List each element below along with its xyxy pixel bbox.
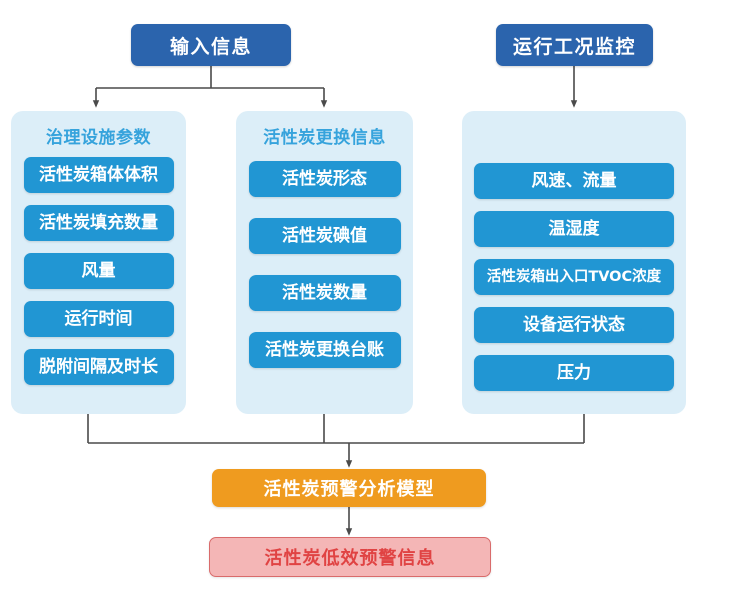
panel-replacement-title: 活性炭更换信息 xyxy=(263,128,386,148)
item-temperature-humidity[interactable]: 温湿度 xyxy=(474,211,674,247)
panel-facility-parameters: 治理设施参数 活性炭箱体体积 活性炭填充数量 风量 运行时间 脱附间隔及时长 xyxy=(11,111,186,414)
item-wind-speed-flow[interactable]: 风速、流量 xyxy=(474,163,674,199)
panel-runtime-item-list: 风速、流量 温湿度 活性炭箱出入口TVOC浓度 设备运行状态 压力 xyxy=(462,147,686,391)
panel-carbon-replacement-info: 活性炭更换信息 活性炭形态 活性炭碘值 活性炭数量 活性炭更换台账 xyxy=(236,111,413,414)
item-carbon-box-inlet-outlet-tvoc[interactable]: 活性炭箱出入口TVOC浓度 xyxy=(474,259,674,295)
panel-runtime-title xyxy=(462,111,686,147)
item-equipment-running-status[interactable]: 设备运行状态 xyxy=(474,307,674,343)
item-air-volume[interactable]: 风量 xyxy=(23,253,174,289)
panel-runtime-monitoring: 风速、流量 温湿度 活性炭箱出入口TVOC浓度 设备运行状态 压力 xyxy=(462,111,686,414)
item-carbon-iodine-value[interactable]: 活性炭碘值 xyxy=(248,218,401,254)
item-pressure[interactable]: 压力 xyxy=(474,355,674,391)
panel-facility-title: 治理设施参数 xyxy=(46,128,151,148)
item-desorption-interval-duration[interactable]: 脱附间隔及时长 xyxy=(23,349,174,385)
item-carbon-box-volume[interactable]: 活性炭箱体体积 xyxy=(23,157,174,193)
connector-merge xyxy=(87,414,585,468)
node-input-information[interactable]: 输入信息 xyxy=(131,24,291,66)
connector-input-split xyxy=(92,66,328,108)
item-carbon-replacement-ledger[interactable]: 活性炭更换台账 xyxy=(248,332,401,368)
node-low-efficiency-warning-info[interactable]: 活性炭低效预警信息 xyxy=(209,537,491,577)
panel-facility-item-list: 活性炭箱体体积 活性炭填充数量 风量 运行时间 脱附间隔及时长 xyxy=(11,147,186,385)
item-carbon-quantity[interactable]: 活性炭数量 xyxy=(248,275,401,311)
panel-replacement-item-list: 活性炭形态 活性炭碘值 活性炭数量 活性炭更换台账 xyxy=(236,147,413,368)
node-warning-analysis-model[interactable]: 活性炭预警分析模型 xyxy=(212,469,486,507)
item-operating-time[interactable]: 运行时间 xyxy=(23,301,174,337)
node-operation-monitoring[interactable]: 运行工况监控 xyxy=(496,24,653,66)
item-carbon-form[interactable]: 活性炭形态 xyxy=(248,161,401,197)
item-carbon-fill-quantity[interactable]: 活性炭填充数量 xyxy=(23,205,174,241)
